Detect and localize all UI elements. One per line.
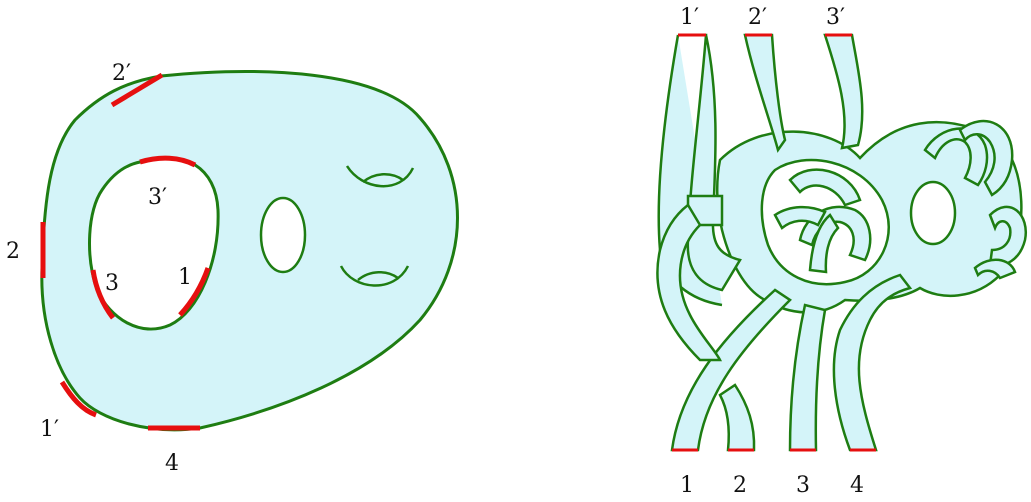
right-ribbon-figure: 1′ 2′ 3′ 1 2 3 4: [656, 5, 1028, 498]
label-2prime: 2′: [112, 61, 131, 86]
label-3: 3: [105, 271, 119, 296]
ribbon-band-2-upper: [656, 203, 723, 362]
label-top-1prime: 1′: [680, 5, 699, 30]
boundary-arc-3: [90, 269, 115, 320]
label-bottom-2: 2: [733, 473, 747, 498]
label-4: 4: [165, 451, 179, 476]
ribbon-inner-twists: [773, 168, 872, 274]
ribbon-band-3prime: [823, 33, 864, 150]
ribbon-band-1: [670, 288, 792, 452]
ribbon-right-loops: [923, 119, 1028, 280]
label-bottom-4: 4: [850, 473, 864, 498]
label-bottom-1: 1: [680, 473, 694, 498]
label-bottom-3: 3: [796, 473, 810, 498]
boundary-arc-2prime: [110, 72, 164, 108]
handle-symbol-lower: [339, 265, 410, 287]
label-1prime: 1′: [40, 417, 59, 442]
label-2: 2: [6, 239, 20, 264]
label-1: 1: [178, 265, 192, 290]
label-top-2prime: 2′: [748, 5, 767, 30]
label-top-3prime: 3′: [826, 5, 845, 30]
boundary-arc-3prime: [139, 155, 197, 168]
left-surface-figure: 2′ 2 1′ 4 3′ 3 1: [6, 61, 459, 476]
boundary-arc-1prime: [59, 380, 97, 418]
boundary-arcs: [40, 72, 211, 431]
handle-symbol-upper: [345, 165, 415, 188]
ribbon-band-4: [832, 273, 913, 452]
label-3prime: 3′: [148, 185, 167, 210]
ribbon-band-3: [788, 303, 827, 452]
ribbon-band-2: [718, 383, 756, 452]
ribbon-boundary-marks: [672, 33, 876, 452]
inner-hole-oval: [259, 196, 307, 274]
ribbon-hole-right: [909, 180, 957, 246]
outer-surface-region: [40, 70, 459, 432]
boundary-arc-1: [178, 267, 211, 317]
ribbon-band-2prime: [743, 33, 787, 153]
